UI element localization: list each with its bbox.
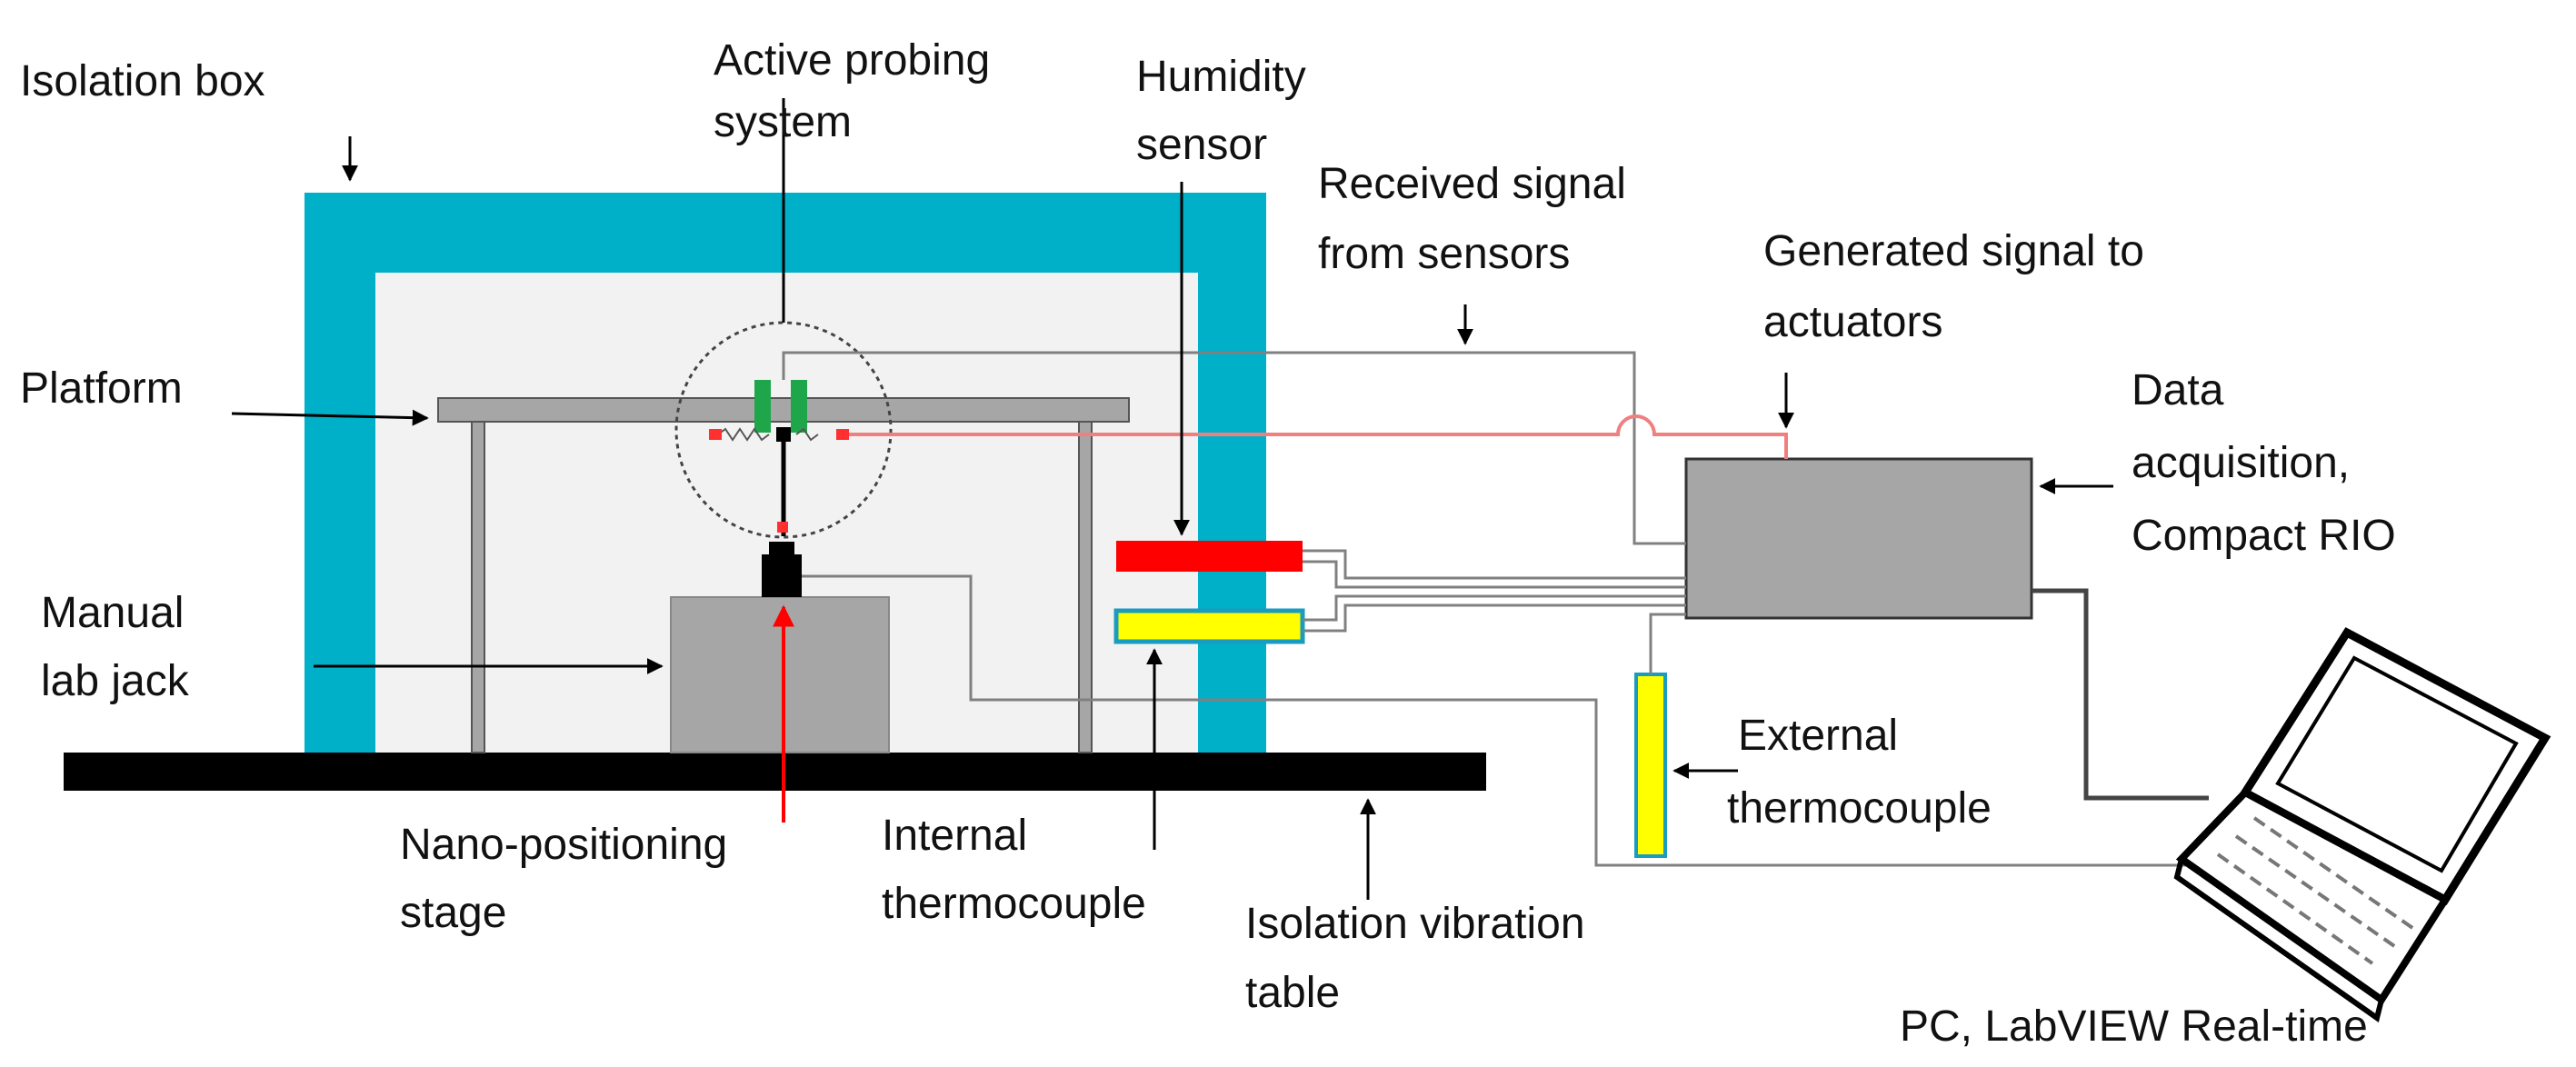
probe-right <box>791 380 807 433</box>
external-thermocouple-wire <box>1649 613 1686 674</box>
label-jack-line1: Manual <box>41 589 184 637</box>
label-vib-line2: table <box>1245 969 1340 1017</box>
probe-tip-left <box>709 429 722 440</box>
label-isolation-box: Isolation box <box>20 57 265 105</box>
humidity-sensor-wire <box>1303 549 1686 589</box>
label-nano-line1: Nano-positioning <box>400 821 727 869</box>
label-daq-line3: Compact RIO <box>2132 512 2396 560</box>
label-ext-tc-line2: thermocouple <box>1727 784 1992 833</box>
label-int-tc-line1: Internal <box>882 812 1027 860</box>
internal-thermocouple-wire <box>1303 594 1686 633</box>
internal-thermocouple <box>1113 608 1305 644</box>
pc-wire <box>2032 588 2209 801</box>
humidity-sensor <box>1116 541 1303 572</box>
nano-positioning-stage <box>762 554 802 597</box>
actuator-signal-wire <box>849 414 1788 459</box>
laptop-icon <box>2173 627 2551 1022</box>
probe-bottom-tip <box>777 522 788 533</box>
label-daq-line1: Data <box>2132 366 2224 414</box>
label-nano-line2: stage <box>400 889 506 937</box>
label-ext-tc-line1: External <box>1738 712 1898 760</box>
label-int-tc-line2: thermocouple <box>882 880 1146 928</box>
received-signal-wire <box>782 351 1686 545</box>
probe-spring <box>717 427 819 442</box>
label-active-probing-line2: system <box>714 98 852 146</box>
data-acquisition-box <box>1684 457 2033 620</box>
nano-stage-wire <box>802 574 2191 867</box>
active-probing-system-outline <box>674 321 893 539</box>
label-platform: Platform <box>20 364 183 413</box>
isolation-vibration-table <box>64 753 1486 791</box>
label-humidity-line1: Humidity <box>1136 53 1306 101</box>
platform-leg-right <box>1078 421 1093 753</box>
label-generated-line1: Generated signal to <box>1763 227 2144 275</box>
manual-lab-jack <box>670 596 890 753</box>
external-thermocouple <box>1634 673 1667 858</box>
probe-tip-right <box>836 429 849 440</box>
label-vib-line1: Isolation vibration <box>1245 900 1585 948</box>
label-jack-line2: lab jack <box>41 657 190 705</box>
label-active-probing-line1: Active probing <box>714 36 990 85</box>
platform <box>437 397 1130 423</box>
label-daq-line2: acquisition, <box>2132 439 2350 487</box>
label-received-line1: Received signal <box>1318 160 1626 208</box>
label-generated-line2: actuators <box>1763 298 1942 346</box>
probe-left <box>754 380 771 433</box>
label-pc: PC, LabVIEW Real-time <box>1900 1002 2368 1051</box>
platform-leg-left <box>471 421 485 753</box>
platform-arrow <box>231 409 429 426</box>
label-humidity-line2: sensor <box>1136 121 1267 169</box>
probe-center <box>776 427 791 442</box>
nano-stage-top <box>769 542 794 554</box>
label-received-line2: from sensors <box>1318 230 1570 278</box>
